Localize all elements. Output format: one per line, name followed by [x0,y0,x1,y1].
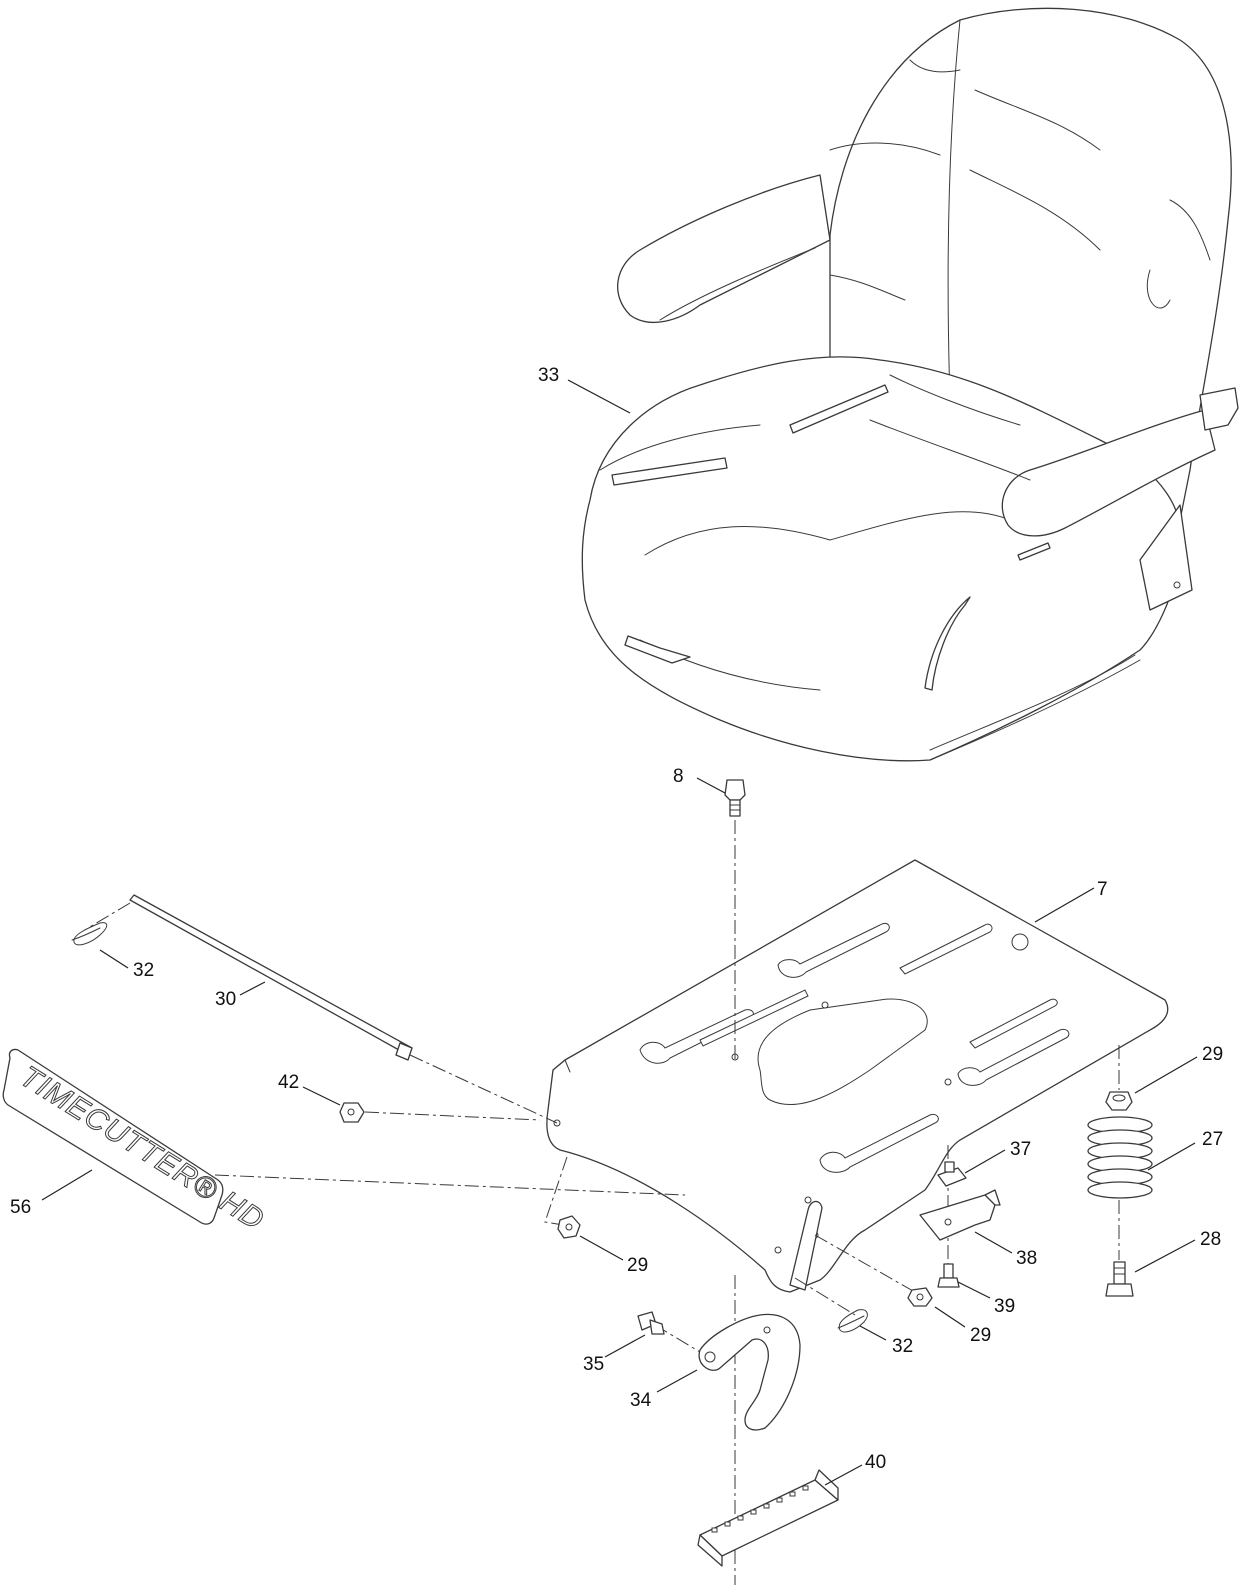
spring-part-27 [1087,1116,1153,1199]
nut-part-29-right [907,1287,933,1307]
hairpin-part-32-lower [837,1309,868,1333]
callout-28: 28 [1200,1229,1221,1250]
callout-35: 35 [583,1354,604,1375]
callout-8: 8 [673,766,684,787]
bolt-part-39 [937,1263,960,1288]
adjustment-holes [711,1485,809,1533]
hairpin-part-32-upper [71,922,108,946]
decal-part-56: TIMECUTTER® HD [2,1048,271,1237]
nut-part-29-spring [1105,1091,1133,1111]
callout-leaders [41,379,1198,1486]
callout-39: 39 [994,1296,1015,1317]
callout-labels: 33 8 7 32 30 42 56 29 29 29 27 37 38 28 … [10,365,1223,1473]
callout-33: 33 [538,365,559,386]
decal-text: TIMECUTTER® HD [14,1060,270,1237]
callout-29-spring: 29 [1202,1044,1223,1065]
callout-29-right: 29 [970,1325,991,1346]
bracket-plate-part-40 [697,1469,839,1567]
nut-part-42 [339,1102,365,1123]
shoulder-bolt-part-35 [637,1311,665,1335]
callout-37: 37 [1010,1139,1031,1160]
callout-38: 38 [1016,1248,1037,1269]
callout-34: 34 [630,1390,652,1411]
bolt-part-28 [1105,1261,1134,1297]
callout-32-upper: 32 [133,960,154,981]
callout-56: 56 [10,1197,31,1218]
callout-40: 40 [865,1452,886,1473]
callout-27: 27 [1202,1129,1223,1150]
rod-part-30 [129,894,413,1061]
callout-42: 42 [278,1072,299,1093]
latch-handle-part-34 [698,1313,801,1431]
callout-30: 30 [215,989,236,1010]
seat-plate-part-7 [546,859,1169,1293]
seat-part-33 [581,7,1239,762]
clip-nut-part-37 [937,1161,967,1187]
bolt-part-8 [724,779,746,817]
callout-7: 7 [1097,879,1108,900]
callout-29-left: 29 [627,1255,648,1276]
callout-32-lower: 32 [892,1336,913,1357]
bracket-part-38 [919,1189,1001,1241]
nut-part-29-left [557,1215,581,1239]
